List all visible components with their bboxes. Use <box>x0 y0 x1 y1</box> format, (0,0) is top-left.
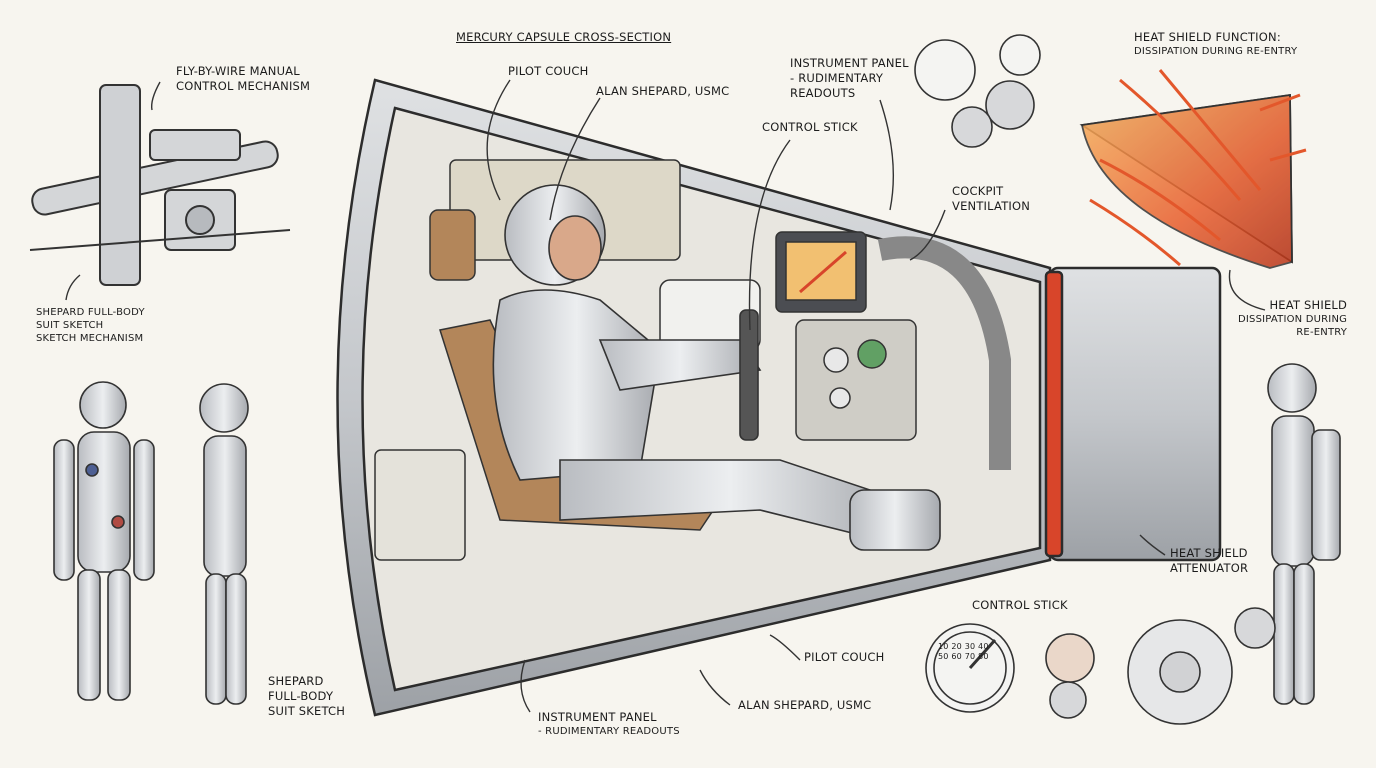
shepard-suit-side-view <box>199 383 249 705</box>
label-fly-by-wire: FLY-BY-WIRE MANUAL CONTROL MECHANISM <box>176 64 310 94</box>
label-instrument-panel-top: INSTRUMENT PANEL - RUDIMENTARY READOUTS <box>790 56 909 101</box>
gauge-number: 40 <box>978 642 989 651</box>
gauge-number: 30 <box>964 642 976 651</box>
label-pilot-couch-bottom: PILOT COUCH <box>804 650 885 664</box>
label-line: RE-ENTRY <box>1296 327 1348 338</box>
gauge-number: 80 <box>978 652 989 661</box>
label-line: READOUTS <box>790 86 856 100</box>
label-pilot-couch-top: PILOT COUCH <box>508 64 589 78</box>
label-line sm: FULL-BODY <box>268 689 334 703</box>
label-line: - RUDIMENTARY READOUTS <box>538 726 680 737</box>
label-line: SHEPARD FULL-BODY <box>36 307 145 318</box>
control-stick-gauges-bottom <box>925 607 1276 725</box>
label-alan-shepard-bottom: ALAN SHEPARD, USMC <box>738 698 872 712</box>
label-line: DISSIPATION DURING <box>1238 314 1348 325</box>
label-control-stick-bottom: CONTROL STICK <box>972 598 1068 612</box>
label-control-stick-top: CONTROL STICK <box>762 120 858 134</box>
diagram-title: MERCURY CAPSULE CROSS-SECTION <box>456 30 672 44</box>
label-line: HEAT SHIELD <box>1170 546 1248 560</box>
label-line: INSTRUMENT PANEL <box>538 710 657 724</box>
fly-by-wire-mechanism-sketch <box>29 84 291 286</box>
heat-shield-reentry-diagram <box>1079 69 1307 269</box>
shepard-suit-front-view <box>53 381 155 701</box>
label-heat-shield-function: HEAT SHIELD FUNCTION: DISSIPATION DURING… <box>1134 30 1297 58</box>
gauge-number: 60 <box>951 652 962 661</box>
label-line: HEAT SHIELD FUNCTION: <box>1134 30 1281 44</box>
label-cockpit-ventilation: COCKPIT VENTILATION <box>952 184 1030 214</box>
gauge-numerals: 10 20 30 40 50 60 70 80 <box>938 642 998 662</box>
gauge-number: 20 <box>951 642 962 651</box>
label-heat-shield-side: HEAT SHIELD DISSIPATION DURING RE-ENTRY <box>1238 298 1347 339</box>
instrument-gauges-top <box>914 34 1041 148</box>
shepard-suit-right-view <box>1267 363 1341 705</box>
gauge-number: 10 <box>938 642 949 651</box>
label-line: FLY-BY-WIRE MANUAL <box>176 64 300 78</box>
label-heat-shield-attenuator: HEAT SHIELD ATTENUATOR <box>1170 546 1248 576</box>
label-line: HEAT SHIELD <box>1269 298 1348 312</box>
gauge-number: 50 <box>938 652 949 661</box>
gauge-number: 70 <box>964 652 976 661</box>
label-line: DISSIPATION DURING RE-ENTRY <box>1134 46 1298 57</box>
label-alan-shepard-top: ALAN SHEPARD, USMC <box>596 84 730 98</box>
astronaut-alan-shepard <box>492 184 941 551</box>
label-shepard-suit-top: SHEPARD FULL-BODY SUIT SKETCH SKETCH MEC… <box>36 306 145 345</box>
label-line: CONTROL MECHANISM <box>176 79 311 93</box>
label-line: SHEPARD <box>268 674 324 688</box>
label-line: VENTILATION <box>952 199 1031 213</box>
label-line: INSTRUMENT PANEL <box>790 56 909 70</box>
label-line: COCKPIT <box>952 184 1004 198</box>
leader-lines <box>65 79 1266 713</box>
label-line: ATTENUATOR <box>1170 561 1249 575</box>
label-line: SKETCH MECHANISM <box>36 333 144 344</box>
label-shepard-suit-bottom: SHEPARD FULL-BODY SUIT SKETCH <box>268 674 345 719</box>
label-instrument-panel-bottom: INSTRUMENT PANEL - RUDIMENTARY READOUTS <box>538 710 680 738</box>
label-line: SUIT SKETCH <box>36 320 104 331</box>
label-line sm: SUIT SKETCH <box>268 704 346 718</box>
label-line: - RUDIMENTARY <box>790 71 884 85</box>
